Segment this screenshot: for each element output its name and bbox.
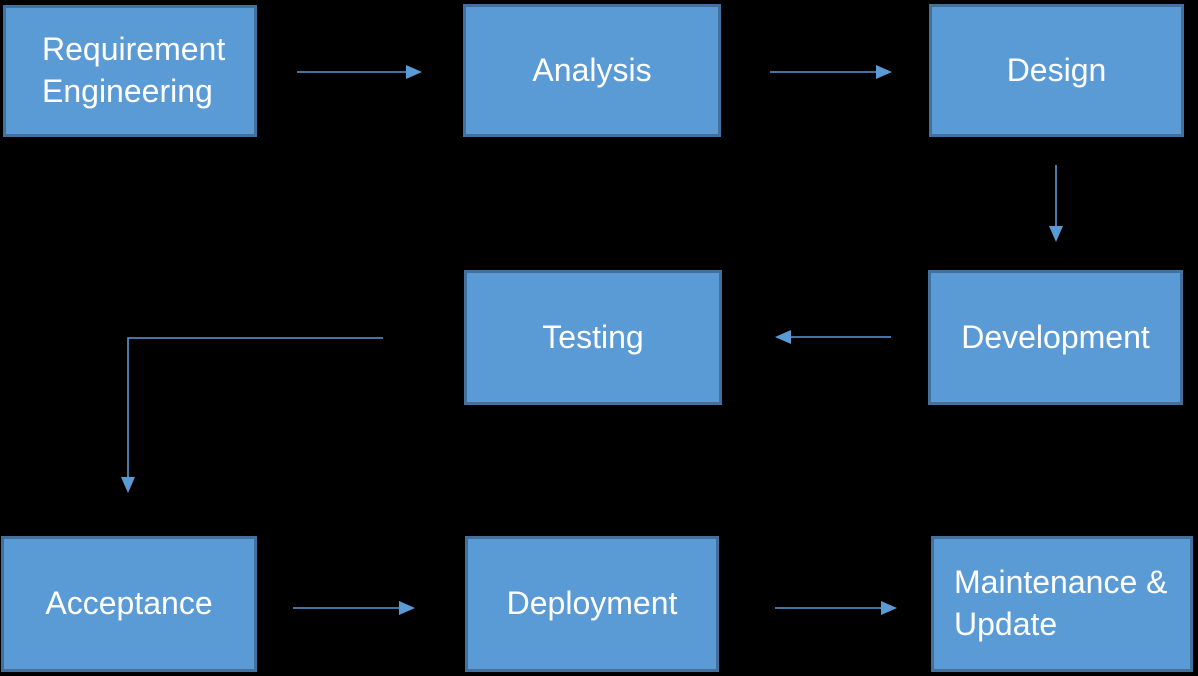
arrow-requirement-to-analysis: [297, 65, 422, 79]
node-acceptance-label: Acceptance: [45, 585, 213, 622]
node-design-label: Design: [1006, 51, 1107, 88]
node-analysis-label: Analysis: [532, 51, 652, 88]
arrow-deployment-to-maintenance: [775, 601, 897, 615]
node-deployment: Deployment: [465, 536, 719, 672]
node-requirement-engineering-label: Requirement Engineering: [42, 31, 226, 109]
node-analysis: Analysis: [463, 4, 721, 137]
node-testing-label: Testing: [542, 318, 644, 355]
node-deployment-label: Deployment: [506, 585, 678, 622]
node-maintenance-update: Maintenance & Update: [931, 536, 1193, 672]
node-development-label: Development: [961, 318, 1150, 355]
node-acceptance: Acceptance: [1, 536, 257, 672]
arrow-acceptance-to-deployment: [293, 601, 415, 615]
node-requirement-engineering: Requirement Engineering: [3, 5, 257, 137]
node-testing: Testing: [464, 270, 722, 405]
node-development: Development: [928, 270, 1183, 405]
arrow-development-to-testing: [775, 330, 891, 344]
node-maintenance-update-label: Maintenance & Update: [954, 564, 1168, 642]
arrow-design-to-development: [1049, 165, 1063, 242]
arrow-testing-to-acceptance: [121, 337, 383, 493]
node-design: Design: [929, 4, 1184, 137]
arrow-analysis-to-design: [770, 65, 892, 79]
